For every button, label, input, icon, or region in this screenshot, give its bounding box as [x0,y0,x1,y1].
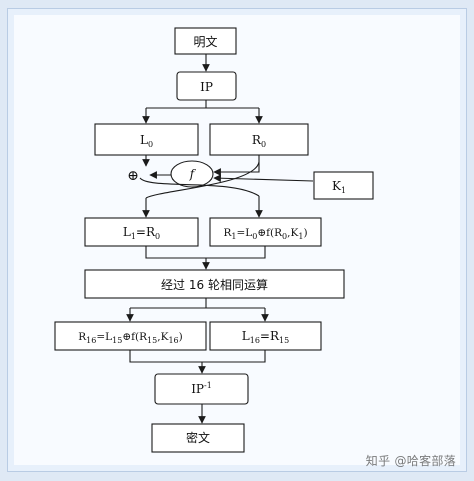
plaintext-box [174,27,237,55]
line-r16-merge [129,350,202,363]
rounds-label: 经过 16 轮相同运算 [161,277,268,292]
ip-label: IP [200,80,213,94]
f-function-node [170,160,214,188]
r16-formula: R16=L15⊕f(R15,K16) [78,331,182,345]
line-l16-merge [202,350,266,363]
line-l1-merge [145,246,206,259]
r16-box [54,321,207,351]
r1-box [209,217,322,247]
watermark-text: 知乎 @哈客部落 [365,454,456,468]
r1-formula: R1=L0⊕f(R0,K1) [223,227,307,241]
r0-box [209,123,309,156]
arrow-k1-to-f [213,174,314,183]
line-xor-cross [139,177,260,197]
connectors [126,54,314,424]
r0-label: R0 [252,133,266,149]
ciphertext-box [151,423,245,453]
f-function-label: f [189,167,197,181]
xor-operator: ⊕ [127,168,139,184]
l0-label: L0 [140,133,153,149]
l16-box [209,321,322,351]
ip-inverse-label: IP-1 [191,381,212,396]
line-r1-merge [206,246,266,259]
k1-label: K1 [332,179,346,195]
l0-box [94,123,199,156]
line-r0-cross [145,161,260,199]
l16-formula: L16=R15 [242,329,289,345]
l1-formula: L1=R0 [123,225,160,241]
ciphertext-label: 密文 [186,430,210,445]
arrow-r0-to-f [213,155,260,176]
rounds-box [84,269,345,299]
plaintext-label: 明文 [193,34,217,49]
l1-box [84,217,199,247]
k1-box [313,171,374,200]
